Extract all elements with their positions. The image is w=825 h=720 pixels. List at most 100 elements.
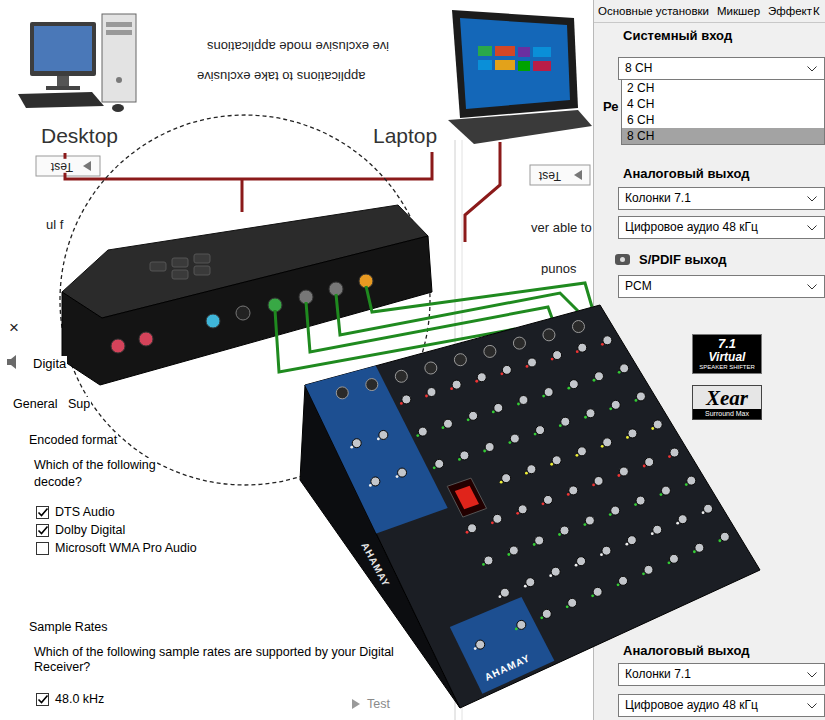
mixer-input	[395, 370, 407, 382]
dialog-text: General	[12, 397, 58, 412]
laptop-keyboard	[448, 110, 592, 144]
mixer-led	[668, 455, 671, 458]
mixer-led	[542, 502, 545, 505]
screen-tile	[518, 47, 530, 57]
mixer-knob	[645, 458, 654, 467]
dialog-text: Dolby Digital	[54, 523, 126, 538]
mixer-led	[400, 402, 403, 405]
mixer-knob	[518, 505, 527, 514]
spdif-icon	[620, 257, 625, 262]
tab-line	[594, 22, 825, 23]
option-text: Колонки 7.1	[625, 191, 802, 206]
mixer-led	[575, 564, 578, 567]
mixer-led	[651, 427, 654, 430]
option-text: 8 CH	[622, 128, 824, 144]
mixer-led	[507, 553, 510, 556]
dialog-text: Which of the following sample rates are …	[33, 645, 410, 675]
chevron-icon	[807, 703, 817, 709]
dialog-text: ul f	[45, 218, 64, 233]
mixer-knob	[536, 426, 545, 435]
mixer-led	[517, 403, 520, 406]
mixer-led	[369, 484, 372, 487]
mixer-led	[483, 450, 486, 453]
mixer-led	[583, 523, 586, 526]
option-text: Цифровое аудио 48 кГц	[625, 698, 802, 713]
mixer-knob	[678, 515, 687, 524]
monitor-stand	[57, 76, 69, 86]
dialog-text: decode?	[33, 475, 83, 490]
chevron-icon	[807, 672, 817, 678]
check-mark	[39, 696, 48, 703]
dialog-text: ver able to	[530, 221, 593, 236]
audio-jack	[111, 339, 125, 353]
tab-label: К	[812, 5, 821, 19]
mixer-knob	[611, 400, 620, 409]
logo-text: Virtual	[709, 351, 746, 364]
dialog-text: Sample Rates	[28, 620, 109, 635]
mixer-knob	[502, 365, 511, 374]
mixer-knob	[627, 536, 636, 545]
dialog-text: Encoded format	[28, 433, 118, 448]
drive-bay	[106, 22, 132, 27]
mixer-led	[635, 399, 638, 402]
mixer-knob	[553, 351, 562, 360]
card-button	[194, 254, 210, 263]
mixer-knob	[469, 411, 478, 420]
chevron-icon	[808, 284, 817, 289]
mixer-led	[549, 574, 552, 577]
mixer-knob	[704, 504, 713, 513]
logo-text: Xear	[706, 388, 748, 409]
card-button	[150, 262, 166, 271]
tab-label: Эффект	[767, 5, 813, 19]
mixer-led	[567, 387, 570, 390]
level-display	[455, 486, 479, 510]
checkbox	[37, 543, 49, 555]
monitor-screen	[34, 26, 92, 71]
mixer-knob	[619, 467, 628, 476]
screen-tile	[495, 60, 515, 70]
mixer-led	[466, 531, 469, 534]
mixer-led	[508, 441, 511, 444]
mixer-led	[593, 379, 596, 382]
play-arrow	[574, 170, 582, 180]
mixer-led	[475, 380, 478, 383]
mixer-knob	[527, 358, 536, 367]
mixer-knob	[402, 395, 411, 404]
mixer-led	[642, 572, 645, 575]
test-button	[530, 165, 590, 185]
mixer-led	[625, 543, 628, 546]
play-arrow	[352, 699, 360, 709]
option-text: 6 CH	[622, 112, 824, 128]
check-mark	[39, 527, 48, 534]
mixer-knob	[543, 495, 552, 504]
mixer-led	[516, 512, 519, 515]
mixer-led	[524, 585, 527, 588]
checkbox	[37, 694, 49, 706]
chevron-icon	[808, 703, 817, 708]
mixer-knob	[484, 556, 493, 565]
mixer-knob	[687, 476, 696, 485]
mixer-knob	[578, 343, 587, 352]
device-name: Laptop	[372, 124, 438, 148]
mixer-knob	[510, 434, 519, 443]
mixer-led	[718, 539, 721, 542]
drive-bay	[106, 30, 132, 35]
laptop-screen	[460, 18, 570, 109]
desktop-computer	[18, 14, 136, 112]
mixer-knob	[552, 456, 561, 465]
tower-case	[102, 14, 136, 102]
mixer-led	[600, 553, 603, 556]
mixer-knob	[619, 576, 628, 585]
mixer-led	[500, 372, 503, 375]
mixer-knob	[594, 372, 603, 381]
audio-cable	[306, 302, 552, 352]
mixer-knob	[611, 506, 620, 515]
mixer-knob	[636, 392, 645, 401]
mixer-knob	[636, 496, 645, 505]
mouse	[112, 104, 124, 112]
mixer-led	[482, 563, 485, 566]
laptop-screen-frame	[452, 10, 578, 118]
button-text: Test	[50, 159, 74, 173]
mixer-knob	[644, 565, 653, 574]
